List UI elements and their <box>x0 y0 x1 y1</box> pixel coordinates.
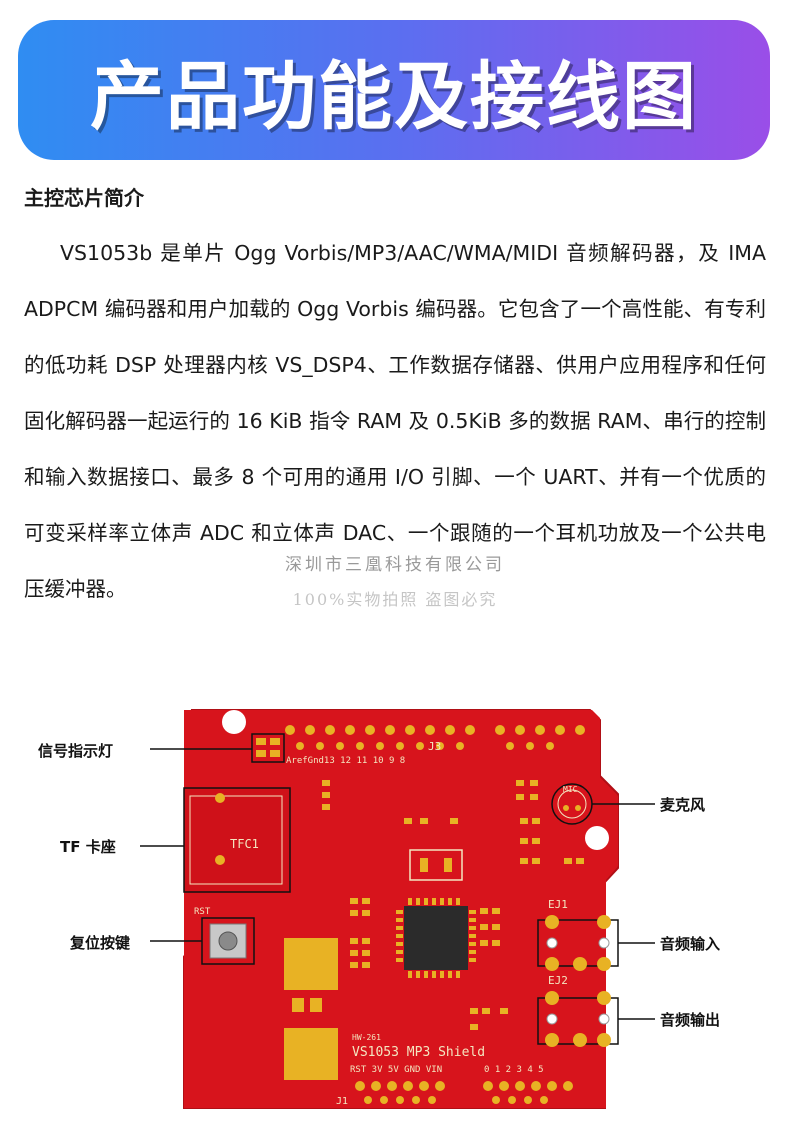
smd-pads <box>322 780 584 1030</box>
tf-slot-outline <box>189 795 283 885</box>
board-name-label: VS1053 MP3 Shield <box>352 1045 485 1060</box>
ej1-label: EJ1 <box>548 898 568 911</box>
led-pad <box>270 738 280 745</box>
digital-pins-label: 0 1 2 3 4 5 <box>484 1065 544 1075</box>
callout-audio-out: 音频输出 <box>660 1011 721 1029</box>
regulator-pad <box>284 1028 338 1080</box>
led-pad <box>270 750 280 757</box>
ej2-label: EJ2 <box>548 974 568 987</box>
chip-description: VS1053b 是单片 Ogg Vorbis/MP3/AAC/WMA/MIDI … <box>24 225 766 617</box>
mic-outline <box>557 789 587 819</box>
board-diagram: ArefGnd13 12 11 10 9 8 J3 TFC1 RST <box>0 668 790 1145</box>
regulator-pad <box>284 938 338 990</box>
callout-signal-led: 信号指示灯 <box>38 742 114 760</box>
title-banner: 产品功能及接线图 <box>18 20 770 160</box>
bottom-header-pads <box>355 1081 573 1104</box>
callout-microphone: 麦克风 <box>660 796 706 814</box>
led-pad <box>256 738 266 745</box>
top-header-pads <box>285 725 585 750</box>
section-heading: 主控芯片简介 <box>24 186 144 210</box>
watermark-notice: 100%实物拍照 盗图必究 <box>292 590 498 609</box>
callout-audio-in: 音频输入 <box>660 935 721 953</box>
callout-reset-button: 复位按键 <box>70 934 131 952</box>
watermark-company: 深圳市三凰科技有限公司 <box>285 555 505 575</box>
power-pins-label: RST 3V 5V GND VIN <box>350 1065 442 1075</box>
tf-slot-highlight-box <box>183 787 291 893</box>
model-label: HW-261 <box>352 1033 381 1042</box>
pcb-illustration: ArefGnd13 12 11 10 9 8 J3 TFC1 RST <box>140 709 655 1109</box>
callout-tf-slot: TF 卡座 <box>60 838 116 856</box>
j1-label: J1 <box>336 1096 348 1107</box>
crystal-outline <box>409 849 463 881</box>
led-highlight-box <box>251 733 285 763</box>
rst-silk-label: RST <box>194 907 211 917</box>
j3-label: J3 <box>428 740 441 753</box>
reset-switch-knob <box>218 931 238 951</box>
chip-pins <box>396 898 476 978</box>
ej1-pads <box>545 915 611 971</box>
tf-slot-label: TFC1 <box>230 837 259 851</box>
top-pins-label: ArefGnd13 12 11 10 9 8 <box>286 756 405 766</box>
mount-hole <box>585 826 609 850</box>
callout-lines <box>140 748 655 1020</box>
ej2-pads <box>545 991 611 1047</box>
vs1053-chip <box>404 906 468 970</box>
description-paragraph: VS1053b 是单片 Ogg Vorbis/MP3/AAC/WMA/MIDI … <box>24 241 766 601</box>
mic-silk-label: MIC <box>563 785 578 794</box>
mount-hole <box>222 710 246 734</box>
banner-title: 产品功能及接线图 <box>90 53 698 140</box>
led-pad <box>256 750 266 757</box>
